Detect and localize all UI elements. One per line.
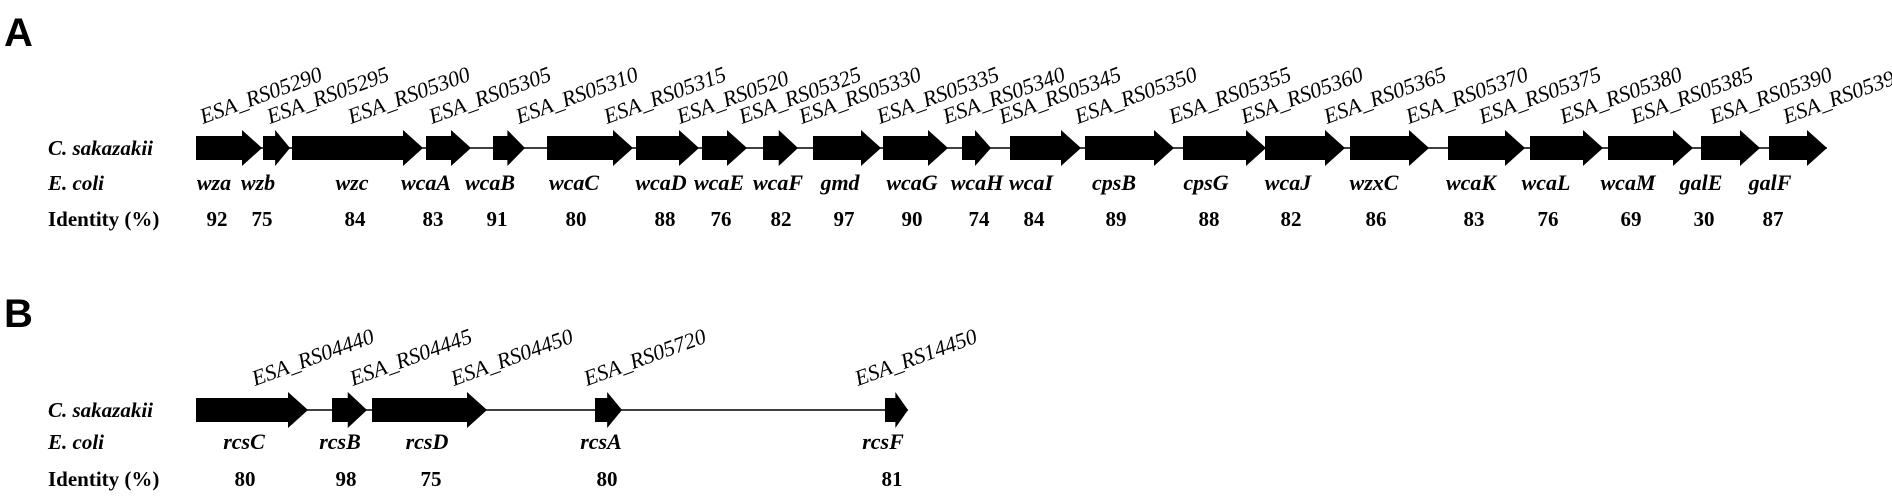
ecoli-gene-name: wzxC	[1350, 170, 1399, 195]
identity-value: 92	[207, 207, 228, 231]
identity-value: 91	[487, 207, 508, 231]
ecoli-gene-name: wcaH	[951, 170, 1004, 195]
identity-value: 82	[771, 207, 792, 231]
identity-value: 80	[235, 467, 256, 491]
identity-value: 81	[882, 467, 903, 491]
ecoli-gene-name: gmd	[819, 170, 860, 195]
row-label-identity: Identity (%)	[48, 467, 159, 491]
identity-value: 82	[1281, 207, 1302, 231]
gene-arrow-wza	[196, 130, 262, 166]
ecoli-gene-name: wza	[197, 170, 231, 195]
identity-value: 69	[1621, 207, 1642, 231]
ecoli-gene-name: wcaG	[886, 170, 937, 195]
identity-value: 74	[969, 207, 991, 231]
identity-value: 88	[655, 207, 676, 231]
identity-value: 90	[902, 207, 923, 231]
identity-value: 88	[1199, 207, 1220, 231]
ecoli-gene-name: cpsB	[1092, 170, 1136, 195]
gene-arrow-rcsD	[372, 392, 487, 428]
ecoli-gene-name: wcaI	[1009, 170, 1054, 195]
identity-value: 97	[834, 207, 855, 231]
gene-arrow-wcaM	[1608, 130, 1693, 166]
identity-value: 75	[421, 467, 442, 491]
gene-arrow-wcaI	[1010, 130, 1081, 166]
gene-arrow-wcaB	[493, 130, 525, 166]
ecoli-gene-name: wcaA	[401, 170, 451, 195]
locus-tag: ESA_RS05720	[579, 323, 709, 391]
gene-arrow-galE	[1701, 130, 1760, 166]
identity-value: 80	[566, 207, 587, 231]
gene-arrow-wzxC	[1350, 130, 1429, 166]
identity-value: 75	[252, 207, 273, 231]
identity-value: 83	[423, 207, 444, 231]
gene-arrow-wcaE	[702, 130, 747, 166]
ecoli-gene-name: rcsC	[223, 429, 265, 454]
panel-letter-b: B	[4, 292, 33, 336]
gene-arrow-wcaH	[962, 130, 991, 166]
ecoli-gene-name: wzb	[241, 170, 275, 195]
gene-arrow-wcaD	[636, 130, 699, 166]
gene-arrow-wcaK	[1448, 130, 1525, 166]
gene-arrow-rcsA	[595, 392, 622, 428]
gene-arrow-wcaG	[883, 130, 948, 166]
identity-value: 86	[1366, 207, 1387, 231]
panel-letter-a: A	[4, 11, 33, 55]
ecoli-gene-name: wcaE	[694, 170, 744, 195]
ecoli-gene-name: galE	[1679, 170, 1723, 195]
ecoli-gene-name: wcaC	[549, 170, 599, 195]
row-label-organism-2: E. coli	[47, 430, 104, 454]
gene-arrow-rcsB	[332, 392, 367, 428]
ecoli-gene-name: rcsF	[862, 429, 904, 454]
gene-arrow-wzc	[292, 130, 423, 166]
identity-value: 80	[597, 467, 618, 491]
gene-arrow-cpsB	[1085, 130, 1174, 166]
gene-arrow-wzb	[263, 130, 290, 166]
ecoli-gene-name: wcaM	[1601, 170, 1657, 195]
identity-value: 84	[1024, 207, 1046, 231]
row-label-organism-2: E. coli	[47, 171, 104, 195]
gene-arrow-wcaA	[426, 130, 471, 166]
ecoli-gene-name: cpsG	[1183, 170, 1228, 195]
gene-arrow-galF	[1769, 130, 1827, 166]
identity-value: 84	[345, 207, 367, 231]
gene-arrow-cpsG	[1183, 130, 1266, 166]
ecoli-gene-name: wcaL	[1522, 170, 1571, 195]
gene-arrow-rcsF	[885, 392, 908, 428]
gene-arrow-rcsC	[196, 392, 308, 428]
row-label-organism-1: C. sakazakii	[48, 136, 153, 160]
ecoli-gene-name: rcsA	[580, 429, 622, 454]
row-label-identity: Identity (%)	[48, 207, 159, 231]
ecoli-gene-name: rcsD	[406, 429, 449, 454]
gene-arrow-gmd	[813, 130, 881, 166]
locus-tag: ESA_RS14450	[850, 323, 980, 391]
ecoli-gene-name: wcaF	[753, 170, 803, 195]
identity-value: 76	[1538, 207, 1559, 231]
gene-arrow-wcaF	[763, 130, 798, 166]
gene-arrow-wcaC	[547, 130, 633, 166]
identity-value: 83	[1464, 207, 1485, 231]
identity-value: 89	[1106, 207, 1127, 231]
gene-arrow-wcaL	[1530, 130, 1603, 166]
ecoli-gene-name: rcsB	[319, 429, 361, 454]
gene-arrow-wcaJ	[1265, 130, 1345, 166]
identity-value: 98	[336, 467, 357, 491]
row-label-organism-1: C. sakazakii	[48, 398, 153, 422]
ecoli-gene-name: wzc	[336, 170, 369, 195]
ecoli-gene-name: galF	[1748, 170, 1792, 195]
identity-value: 87	[1763, 207, 1784, 231]
identity-value: 30	[1694, 207, 1715, 231]
ecoli-gene-name: wcaK	[1446, 170, 1497, 195]
ecoli-gene-name: wcaJ	[1265, 170, 1312, 195]
ecoli-gene-name: wcaD	[635, 170, 686, 195]
ecoli-gene-name: wcaB	[465, 170, 515, 195]
identity-value: 76	[711, 207, 732, 231]
